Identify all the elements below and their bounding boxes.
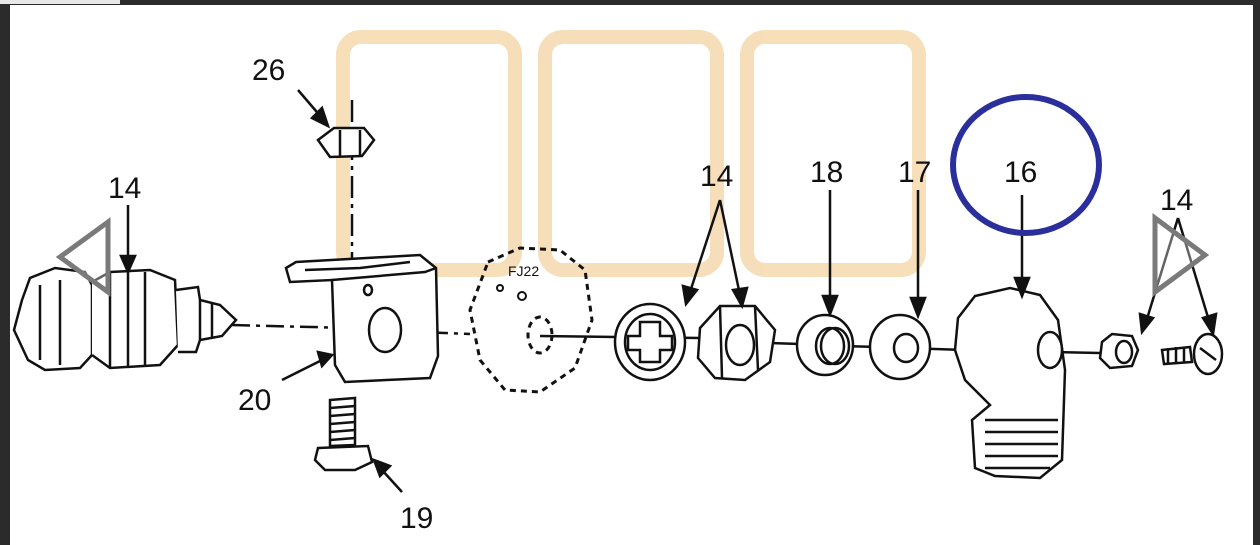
watermark	[336, 30, 926, 277]
callout-19: 19	[400, 502, 433, 535]
part-lock-washer	[613, 302, 687, 382]
part-nut-top	[316, 126, 376, 159]
part-bracket	[284, 253, 440, 384]
triangle-right-icon	[1152, 213, 1210, 297]
exploded-parts-diagram: FJ22	[12, 30, 1224, 535]
callout-16: 16	[1004, 156, 1037, 189]
previous-image-button[interactable]	[55, 217, 111, 297]
parts-diagram-image: FJ22	[10, 5, 1253, 545]
part-dashed-plate-marks	[496, 284, 527, 301]
part-dashed-plate	[468, 246, 594, 394]
callout-26: 26	[252, 54, 285, 87]
callout-20: 20	[238, 384, 271, 417]
highlight-circle	[950, 94, 1102, 236]
next-image-button[interactable]	[1152, 213, 1210, 297]
callout-14-right: 14	[1160, 184, 1193, 217]
watermark-box-1	[336, 30, 522, 277]
watermark-box-3	[740, 30, 926, 277]
watermark-box-2	[538, 30, 724, 277]
callout-17: 17	[898, 156, 931, 189]
callout-14-left: 14	[108, 172, 141, 205]
part-stamp: FJ22	[508, 263, 539, 279]
triangle-left-icon	[55, 217, 111, 297]
part-bolt	[313, 396, 374, 472]
part-hex-nut	[696, 304, 777, 382]
part-fittings-right	[1098, 332, 1224, 376]
callout-18: 18	[810, 156, 843, 189]
part-elbow-boot	[953, 286, 1067, 480]
leader-arrows	[119, 89, 1218, 493]
part-ring-18	[795, 313, 855, 377]
viewer-frame-strip	[0, 0, 120, 4]
part-ring-17	[868, 313, 932, 381]
callout-14-mid: 14	[700, 160, 733, 193]
part-sensor-left	[12, 266, 238, 372]
